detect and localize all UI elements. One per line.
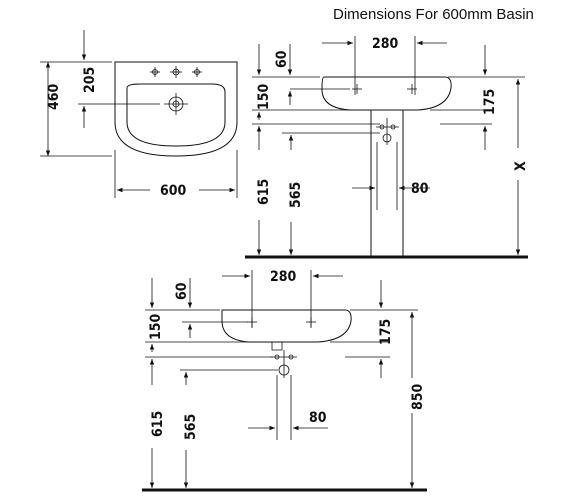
dim-600: 600 (160, 183, 187, 199)
dim-60-wall: 60 (174, 282, 190, 300)
dim-80-pedestal: 80 (411, 181, 429, 197)
pedestal-basin-tap-icons (352, 84, 417, 94)
dim-850-wall: 850 (410, 383, 426, 410)
dim-565-wall: 565 (183, 414, 199, 440)
front-view: 460 205 600 (40, 30, 238, 199)
dim-175-pedestal: 175 (482, 89, 498, 115)
pedestal-outline (370, 110, 404, 257)
dim-205: 205 (82, 67, 98, 93)
dim-280-top: 280 (372, 36, 399, 52)
dim-280-wall: 280 (270, 269, 297, 285)
pedestal-waste-icons (376, 118, 399, 145)
wall-basin-outline (221, 309, 352, 343)
diagram-title: Dimensions For 600mm Basin (333, 6, 534, 23)
dim-80-wall: 80 (309, 410, 327, 426)
tap-hole-icons (150, 66, 202, 78)
dim-150-pedestal: 150 (256, 83, 272, 110)
dim-60-pedestal: 60 (274, 50, 290, 68)
pedestal-basin-outline (321, 76, 452, 111)
pedestal-view: 280 60 150 615 565 175 X (245, 36, 529, 259)
dim-615-pedestal: 615 (256, 179, 272, 205)
dim-460: 460 (46, 83, 62, 110)
dim-150-wall: 150 (148, 313, 164, 340)
waste-hole-icon (164, 93, 188, 115)
wall-view: 280 60 150 615 565 175 850 (142, 269, 427, 492)
wall-waste-icons (270, 342, 297, 378)
dim-565-pedestal: 565 (288, 182, 304, 208)
wall-basin-tap-icons (247, 317, 316, 327)
dim-615-wall: 615 (150, 411, 166, 437)
basin-top-outline (114, 61, 238, 157)
basin-bowl-outline (126, 83, 226, 147)
dim-x-pedestal: X (513, 161, 529, 171)
dim-175-wall: 175 (378, 319, 394, 345)
